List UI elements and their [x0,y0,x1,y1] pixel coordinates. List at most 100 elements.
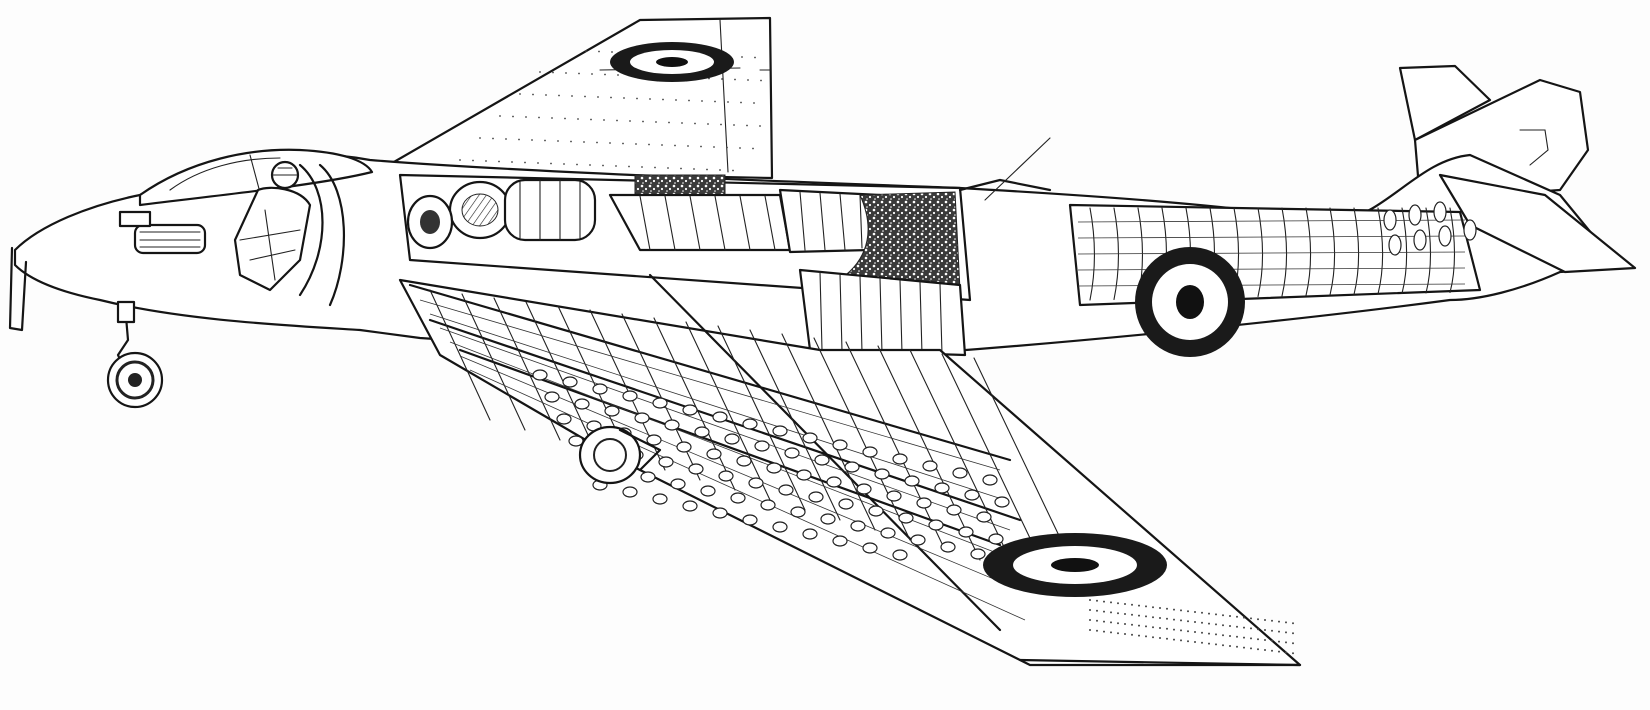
lightening-hole [904,475,920,487]
rivet [577,118,579,120]
rivet [1271,649,1273,652]
rivet [1138,624,1140,627]
rivet [511,161,513,163]
lightening-hole [574,398,590,410]
lightening-hole [928,519,944,531]
lightening-hole [1413,229,1427,251]
rivet [655,121,657,123]
rivet [641,166,643,168]
rivet [1173,628,1175,631]
wing-rib [493,297,561,441]
rivet [733,124,735,126]
rivet [1173,618,1175,621]
lightening-hole [640,471,656,483]
lightening-hole [976,511,992,523]
rivet [746,124,748,127]
rivet [1096,609,1098,612]
rivet [1285,641,1287,644]
stringer [1077,251,1466,255]
lightening-hole [652,397,668,409]
rivet [1215,633,1217,636]
rivet [1089,609,1091,611]
rivet [597,96,599,98]
rivet [726,146,728,149]
lightening-hole [772,425,788,437]
rivet [544,139,546,142]
stringer [1077,219,1466,223]
lower-wing [398,273,1302,667]
lightening-hole [676,441,692,453]
rivet [1117,612,1119,615]
fuselage-frame [1113,207,1120,301]
lightening-hole [922,460,938,472]
lightening-hole [1433,201,1447,223]
rivet [1201,621,1203,624]
rivet [1292,632,1294,635]
rivet [537,162,539,164]
rivet [1187,630,1189,633]
rivet [1096,629,1098,632]
rivet [727,101,729,103]
lightening-hole [622,390,638,402]
rivet [1110,631,1112,634]
rivet [492,137,494,140]
wing-stringer [429,313,1006,501]
rivet [753,102,755,104]
lightening-hole [700,485,716,497]
rivet [459,159,461,161]
rivet [585,50,587,52]
rivet [687,145,689,147]
wing-rib [749,329,841,521]
rivet [539,71,541,73]
rivet [1103,630,1105,633]
roundel-fuselage [1135,247,1245,357]
wing-rib [685,321,771,501]
lightening-hole [604,405,620,417]
rivet [1145,625,1147,628]
rivet [668,121,670,124]
wing-rib [845,341,946,551]
rivet [662,98,664,101]
rivet [1243,636,1245,639]
lightening-hole [814,454,830,466]
rivet [760,79,762,82]
rivet [499,115,501,117]
wing-rib [717,325,806,511]
rivet [681,122,683,124]
rivet [1152,606,1154,609]
roundel-upper-wing [610,42,734,82]
rear-fuselage-frames [1068,201,1482,357]
lower-wing-rivets [1089,599,1294,655]
rivet [1264,649,1266,651]
lightening-hole [1383,209,1397,231]
rivet [538,116,540,119]
rivet [524,161,526,164]
fuselage-frame [1449,207,1456,294]
rivet [563,163,565,165]
rivet [1229,645,1231,647]
lightening-hole [886,490,902,502]
lightening-hole [808,491,824,503]
lightening-hole [712,507,728,519]
rivet [472,159,474,162]
rivet [1243,646,1245,649]
lightening-hole [670,478,686,490]
wing-spar [648,273,1002,632]
rivet [1201,611,1203,614]
rivet [570,140,572,143]
rivet [752,147,754,150]
fuselage-frame [1353,207,1360,296]
rivet [590,118,592,121]
rivet [615,165,617,167]
fuselage-frame [1377,207,1384,295]
rivet [1229,615,1231,617]
rivet [1131,623,1133,626]
rivet [720,123,722,126]
fuselage-frame [1329,207,1336,296]
rivet [1124,603,1126,605]
rivet [584,95,586,98]
rivet [734,78,736,81]
lightening-hole [934,482,950,494]
lightening-hole [790,506,806,518]
